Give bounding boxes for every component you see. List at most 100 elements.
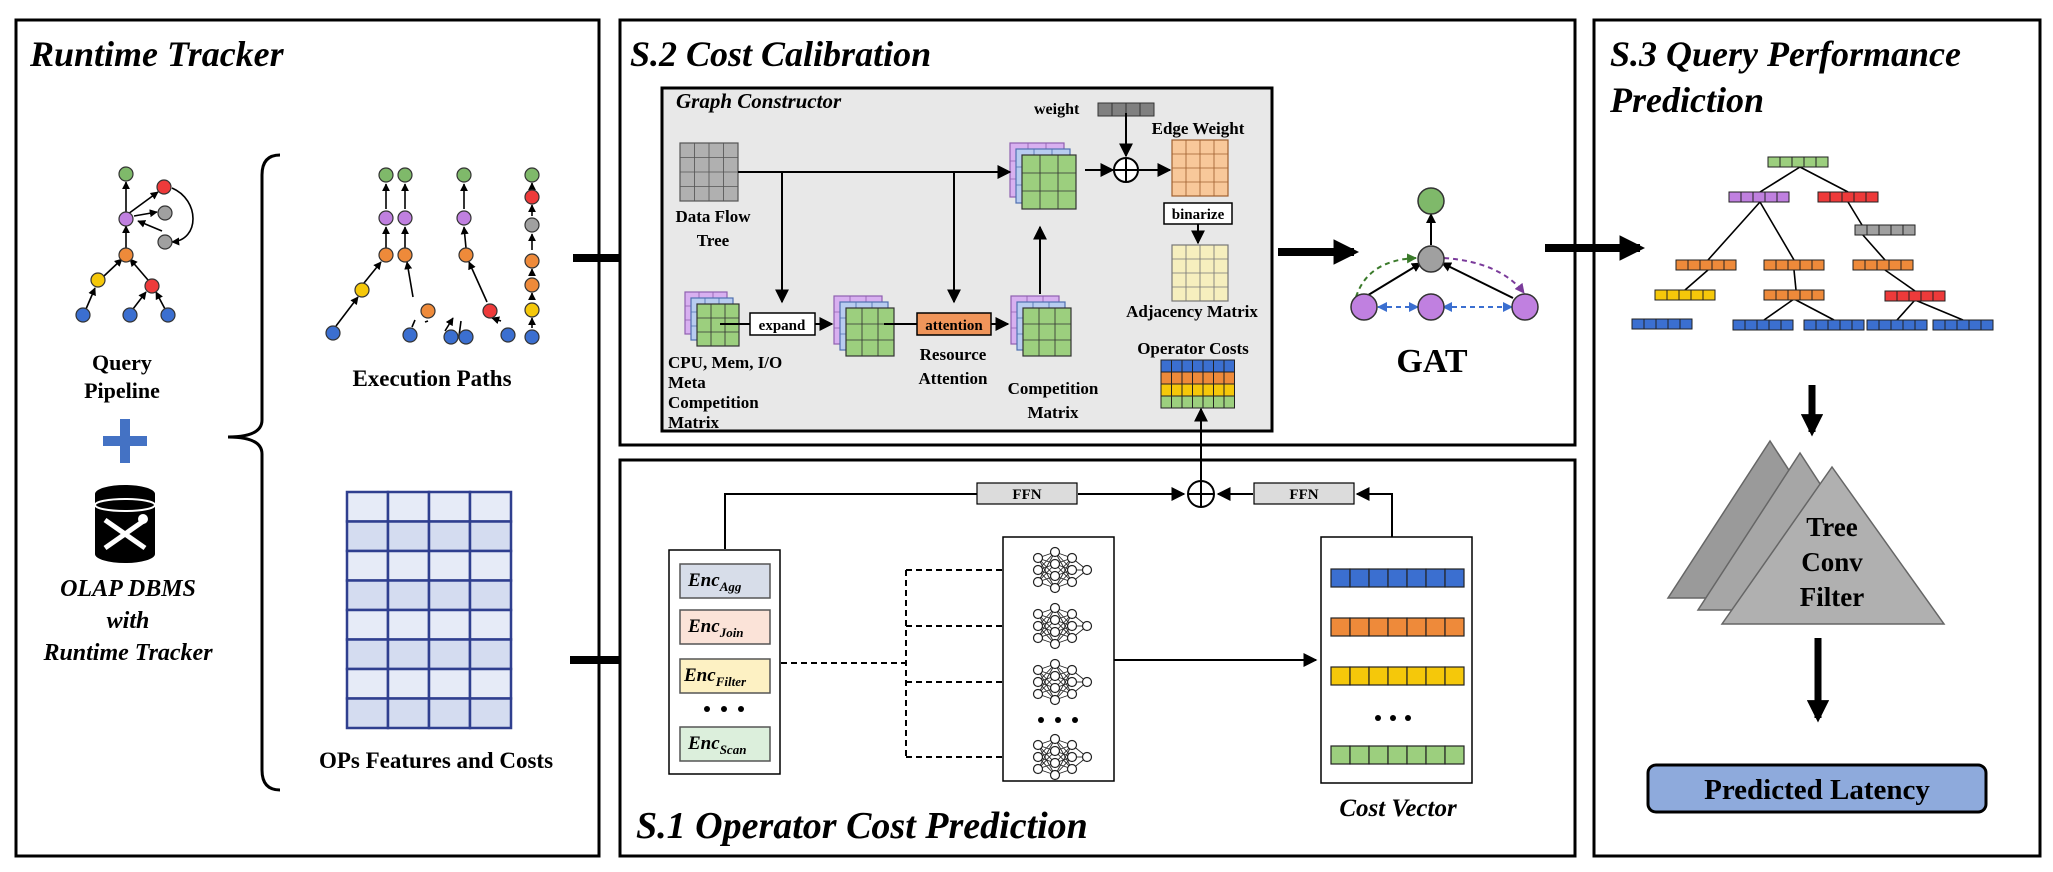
- plus-icon: [103, 419, 147, 463]
- plan-node: [1884, 290, 1946, 302]
- table-cell: [386, 520, 431, 553]
- cost-vector-row: [1330, 666, 1465, 686]
- oplus-bottom-icon: [1187, 480, 1215, 508]
- s1-title: S.1 Operator Cost Prediction: [636, 805, 1088, 847]
- table-cell: [468, 608, 513, 641]
- table-cell: [427, 520, 472, 553]
- plan-node: [1732, 319, 1794, 331]
- cpu-label-l4: Matrix: [668, 413, 719, 432]
- competition-matrix-l1: Competition: [1008, 379, 1099, 398]
- svg-text:EncScan: EncScan: [687, 733, 746, 757]
- plan-node: [1654, 289, 1716, 301]
- table-cell: [468, 638, 513, 671]
- plan-node: [1854, 224, 1916, 236]
- cost-vectors: [1330, 568, 1465, 765]
- plan-node: [1803, 319, 1865, 331]
- predicted-latency-label: Predicted Latency: [1704, 774, 1930, 806]
- svg-text:EncFilter: EncFilter: [683, 665, 747, 689]
- matrix-layer: [1022, 307, 1072, 357]
- table-cell: [427, 490, 472, 523]
- plan-node: [1763, 259, 1825, 271]
- s3-title-l2: Prediction: [1609, 80, 1764, 120]
- s3-title-l1: S.3 Query Performance: [1610, 34, 1961, 74]
- ffn-connectors: [724, 407, 1393, 549]
- plan-node: [1852, 259, 1914, 271]
- operator-costs-matrix: [1160, 359, 1235, 409]
- query-pipeline-graph: [85, 181, 194, 310]
- table-cell: [386, 579, 431, 612]
- grouping-brace: [227, 153, 281, 792]
- execution-paths-graph: [335, 182, 536, 337]
- mlp-icons: [1032, 546, 1093, 781]
- table-cell: [427, 667, 472, 700]
- expand-label: expand: [759, 318, 806, 334]
- cpu-label-l1: CPU, Mem, I/O: [668, 353, 782, 372]
- table-cell: [468, 697, 513, 730]
- gat-label: GAT: [1396, 343, 1467, 380]
- table-cell: [345, 490, 390, 523]
- cpu-label-l3: Competition: [668, 393, 759, 412]
- table-cell: [345, 697, 390, 730]
- competition-matrix-stack: [1010, 295, 1072, 357]
- encoder-agg: EncAgg: [679, 563, 771, 599]
- encoder-ellipsis: [704, 706, 744, 712]
- query-pipeline-nodes: [75, 166, 176, 323]
- table-cell: [468, 549, 513, 582]
- meta-competition-stack: [684, 291, 740, 347]
- expanded-stack: [833, 295, 895, 357]
- ffn-left-label: FFN: [1012, 487, 1041, 503]
- neural-network-icon: [1032, 602, 1093, 650]
- table-cell: [386, 667, 431, 700]
- ffn-right-box: [1253, 482, 1355, 505]
- tree-conv-l3: Filter: [1800, 582, 1864, 612]
- runtime-tracker-title: Runtime Tracker: [29, 34, 285, 74]
- plan-node: [1631, 318, 1693, 330]
- plan-node: [1728, 191, 1790, 203]
- attention-label: attention: [925, 318, 983, 334]
- query-pipeline-label-l1: Query: [92, 350, 152, 375]
- table-cell: [427, 579, 472, 612]
- execution-paths-nodes: [325, 167, 540, 345]
- resource-attention-l2: Attention: [919, 369, 988, 388]
- table-cell: [386, 549, 431, 582]
- table-cell: [386, 638, 431, 671]
- data-flow-label-l1: Data Flow: [675, 207, 751, 226]
- table-cell: [386, 697, 431, 730]
- gat-graph: [1350, 187, 1539, 321]
- encoder-join: EncJoin: [679, 609, 771, 645]
- data-flow-label-l2: Tree: [697, 231, 730, 250]
- data-flow-tree-matrix: [679, 142, 739, 202]
- ffn-left-box: [976, 482, 1078, 505]
- encoder-filter: EncFilter: [679, 658, 771, 694]
- operator-costs-label: Operator Costs: [1137, 339, 1249, 358]
- table-cell: [427, 638, 472, 671]
- table-cell: [345, 549, 390, 582]
- plan-tree-edges: [1684, 166, 1964, 321]
- matrix-layer: [845, 307, 895, 357]
- adjacency-label: Adjacency Matrix: [1126, 302, 1258, 321]
- query-pipeline-label-l2: Pipeline: [84, 378, 160, 403]
- svg-text:EncAgg: EncAgg: [687, 570, 742, 594]
- weighted-stack: [1009, 142, 1077, 210]
- edge-weight-label: Edge Weight: [1152, 119, 1245, 138]
- tree-conv-filter: [1666, 439, 1946, 625]
- database-tools-icon: [94, 485, 156, 563]
- execution-paths-label: Execution Paths: [352, 366, 511, 391]
- cost-vector-row: [1330, 745, 1465, 765]
- cpu-label-l2: Meta: [668, 373, 706, 392]
- s3-panel: [1592, 18, 2042, 858]
- graph-constructor-title: Graph Constructor: [676, 89, 842, 113]
- table-cell: [345, 667, 390, 700]
- edge-weight-matrix: [1171, 139, 1229, 197]
- tree-conv-l2: Conv: [1801, 547, 1863, 577]
- svg-text:EncJoin: EncJoin: [687, 616, 744, 640]
- cost-vector-row: [1330, 617, 1465, 637]
- resource-attention-l1: Resource: [920, 345, 987, 364]
- table-cell: [427, 608, 472, 641]
- weight-label: weight: [1034, 101, 1080, 118]
- ops-features-table: [345, 490, 513, 730]
- encoder-scan: EncScan: [679, 726, 771, 762]
- ops-features-label: OPs Features and Costs: [319, 748, 553, 773]
- table-cell: [427, 549, 472, 582]
